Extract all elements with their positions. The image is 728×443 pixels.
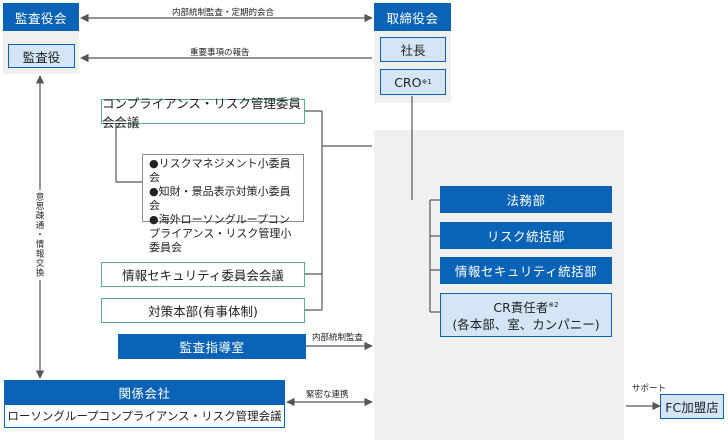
label-cooperation: 緊密な連携 xyxy=(306,390,349,400)
subcommittee-ip: ●知財・景品表示対策小委員会 xyxy=(149,185,291,212)
label-audit-meeting: 内部統制監査・定期的会合 xyxy=(172,8,275,18)
affiliates-meeting-box: ローソングループコンプライアンス・リスク管理会議 xyxy=(4,404,285,428)
legal-dept-box: 法務部 xyxy=(440,186,612,213)
president-box: 社長 xyxy=(380,37,446,62)
audit-board-box: 監査役会 xyxy=(3,3,79,31)
board-of-directors-box: 取締役会 xyxy=(374,3,451,31)
subcommittee-overseas: ●海外ローソングループコンプライアンス・リスク管理小委員会 xyxy=(149,213,292,254)
task-force-box: 対策本部(有事体制) xyxy=(101,298,305,323)
subcommittee-risk: ●リスクマネジメント小委員会 xyxy=(149,157,291,184)
cro-note: ※1 xyxy=(421,78,432,86)
cr-officer-label: CR責任者 xyxy=(493,300,549,316)
label-report: 重要事項の報告 xyxy=(190,48,250,58)
risk-dept-box: リスク統括部 xyxy=(440,222,612,249)
cr-officer-note: ※2 xyxy=(548,300,559,309)
label-communication: 意思疎通・情報交換 xyxy=(34,190,44,280)
infosec-dept-box: 情報セキュリティ統括部 xyxy=(440,257,612,284)
execution-area-panel xyxy=(374,130,624,440)
affiliates-header-box: 関係会社 xyxy=(4,380,285,404)
infosec-committee-box: 情報セキュリティ委員会会議 xyxy=(101,262,305,287)
audit-office-box: 監査指導室 xyxy=(118,334,306,359)
cro-box: CRO※1 xyxy=(380,69,446,95)
auditor-box: 監査役 xyxy=(8,44,75,68)
compliance-committee-box: コンプライアンス・リスク管理委員会会議 xyxy=(101,96,305,130)
label-internal-audit: 内部統制監査 xyxy=(312,333,364,343)
fc-stores-box: FC加盟店 xyxy=(660,394,724,419)
cr-officer-box: CR責任者※2 (各本部、室、カンパニー) xyxy=(440,293,612,337)
label-support: サポート xyxy=(632,384,667,394)
cr-officer-scope: (各本部、室、カンパニー) xyxy=(452,317,600,333)
cro-label: CRO xyxy=(394,74,422,90)
subcommittee-list: ●リスクマネジメント小委員会 ●知財・景品表示対策小委員会 ●海外ローソングルー… xyxy=(142,154,304,254)
